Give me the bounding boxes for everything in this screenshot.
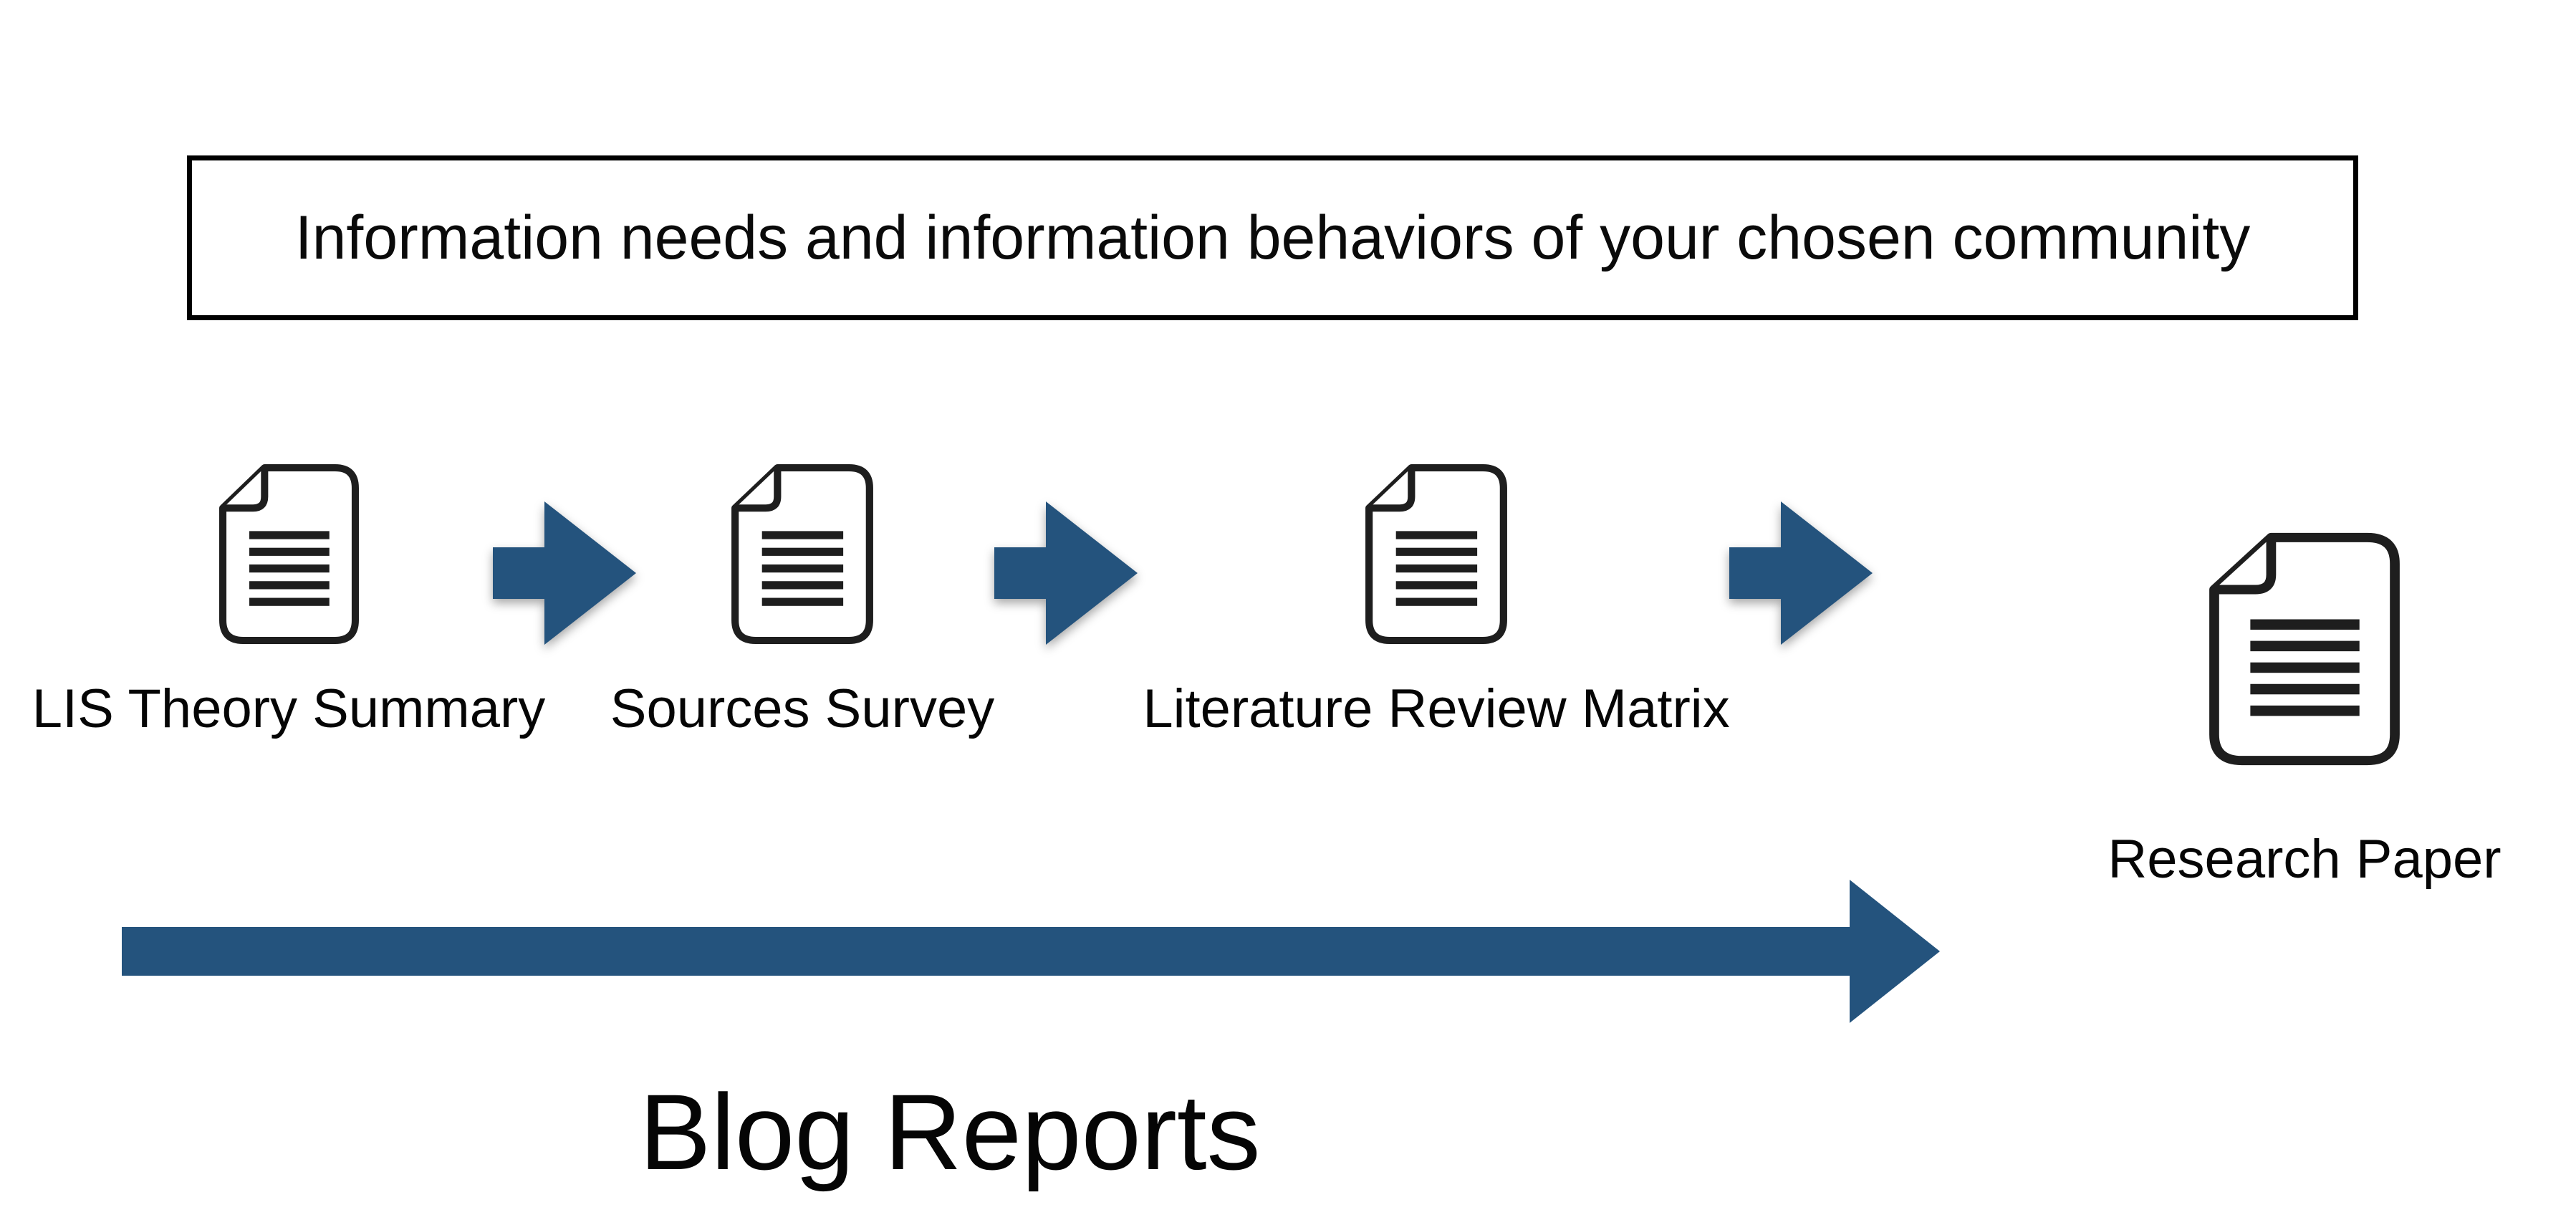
header-text: Information needs and information behavi… [294, 203, 2251, 272]
step-label-lis-theory-summary: LIS Theory Summary [32, 678, 546, 739]
document-icon [1363, 462, 1509, 646]
long-right-arrow-icon [122, 880, 1940, 1023]
document-icon [217, 462, 361, 646]
step-label-research-paper: Research Paper [2108, 829, 2501, 890]
right-block-arrow-icon [1729, 501, 1873, 645]
step-label-literature-review-matrix: Literature Review Matrix [1143, 678, 1730, 739]
blog-reports-label: Blog Reports [639, 1072, 1261, 1192]
document-icon [2206, 530, 2403, 768]
right-block-arrow-icon [994, 501, 1138, 645]
header-box: Information needs and information behavi… [187, 155, 2358, 320]
document-icon [729, 462, 875, 646]
right-block-arrow-icon [493, 501, 636, 645]
step-label-sources-survey: Sources Survey [610, 678, 995, 739]
